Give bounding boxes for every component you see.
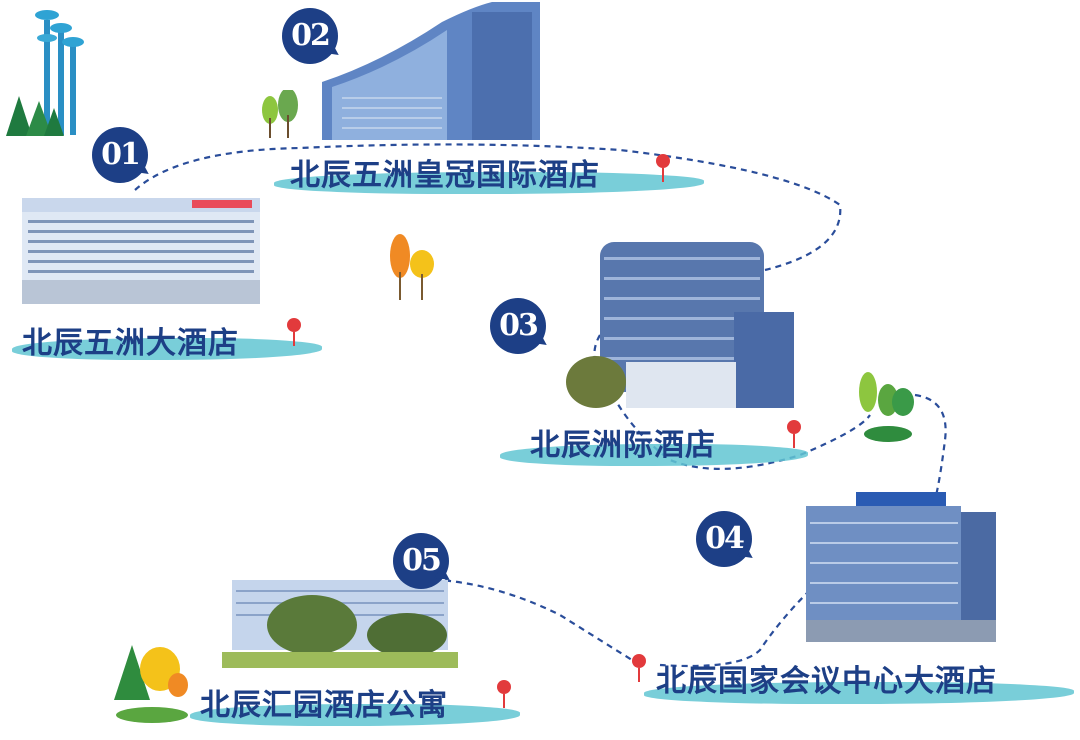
- tree-icon: [6, 96, 64, 136]
- tree-icon: [390, 234, 434, 300]
- hotel-04-label: 北辰国家会议中心大酒店: [640, 656, 1078, 716]
- hotel-02-photo: [322, 2, 540, 140]
- map-pin-icon: [497, 680, 511, 708]
- hotel-02-number: 02: [282, 8, 343, 64]
- hotel-01-number: 01: [92, 127, 153, 183]
- hotel-03-photo: [566, 242, 794, 408]
- olympic-tower-icon: [35, 10, 84, 135]
- hotel-04-number: 04: [696, 511, 757, 567]
- tree-icon: [262, 90, 298, 138]
- tree-icon: [859, 372, 914, 442]
- hotel-05-photo: [222, 580, 458, 668]
- map-pin-icon: [787, 420, 801, 448]
- map-pin-icon: [656, 154, 670, 182]
- hotel-03-number: 03: [490, 298, 551, 354]
- hotel-05-label: 北辰汇园酒店公寓: [186, 680, 526, 740]
- hotel-03-label: 北辰洲际酒店: [496, 418, 816, 478]
- hotel-02-label: 北辰五洲皇冠国际酒店: [266, 148, 706, 208]
- tree-icon: [114, 645, 188, 723]
- hotel-01-label: 北辰五洲大酒店: [4, 312, 324, 372]
- hotel-05-number: 05: [393, 533, 454, 589]
- hotel-04-photo: [806, 492, 996, 642]
- map-pin-icon: [632, 654, 646, 682]
- hotel-01-photo: [22, 198, 260, 304]
- map-pin-icon: [287, 318, 301, 346]
